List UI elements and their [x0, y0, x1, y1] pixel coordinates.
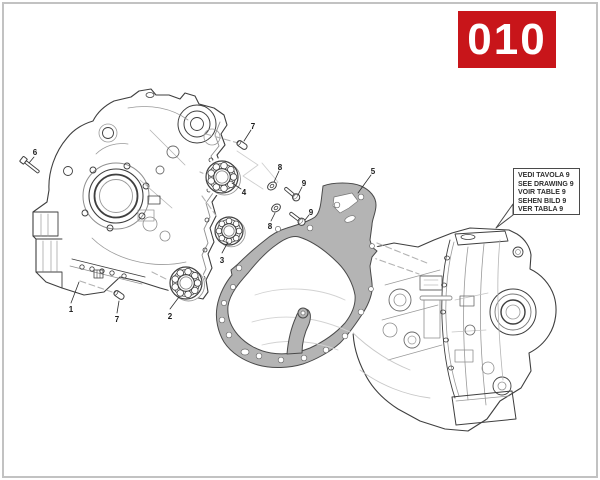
- callout-5: 5: [371, 167, 376, 176]
- callout-1: 1: [69, 305, 74, 314]
- right-crankcase-half: [345, 227, 557, 432]
- reference-note-box: VEDI TAVOLA 9 SEE DRAWING 9 VOIR TABLE 9…: [513, 168, 580, 215]
- page-number-badge: 010: [458, 11, 556, 68]
- callout-7-upper: 7: [251, 122, 256, 131]
- callout-3: 3: [220, 256, 225, 265]
- callout-8-upper: 8: [278, 163, 283, 172]
- callout-8-lower: 8: [268, 222, 273, 231]
- callout-9-lower: 9: [309, 208, 314, 217]
- bolt-9-upper: [284, 186, 301, 202]
- callout-2: 2: [168, 312, 173, 321]
- callout-6: 6: [33, 148, 38, 157]
- callout-9-upper: 9: [302, 179, 307, 188]
- washer-upper: [267, 181, 277, 191]
- bearing-4: [203, 158, 241, 196]
- note-line-de: SEHEN BILD 9: [518, 197, 567, 205]
- bearing-3: [212, 214, 246, 248]
- washer-lower: [271, 203, 281, 213]
- left-crankcase-half: [32, 88, 228, 300]
- page-number: 010: [467, 14, 547, 64]
- callout-7-lower: 7: [115, 315, 120, 324]
- note-line-es: VER TABLA 9: [518, 206, 564, 214]
- callout-leader-lines: [28, 129, 372, 314]
- bolt-6: [19, 156, 40, 174]
- dowel-pin-upper: [236, 140, 248, 150]
- bearing-2: [167, 264, 205, 302]
- callout-labels: 1 2 3 4 5 6 7 7 8 8 9 9: [33, 122, 376, 324]
- note-line-en: SEE DRAWING 9: [518, 180, 574, 188]
- bolt-9-lower: [289, 211, 306, 226]
- gasket: [212, 179, 381, 371]
- note-line-fr: VOIR TABLE 9: [518, 189, 566, 197]
- note-box-leader: [495, 203, 514, 229]
- callout-4: 4: [242, 188, 247, 197]
- dowel-pin-lower: [113, 290, 125, 300]
- note-line-it: VEDI TAVOLA 9: [518, 172, 570, 179]
